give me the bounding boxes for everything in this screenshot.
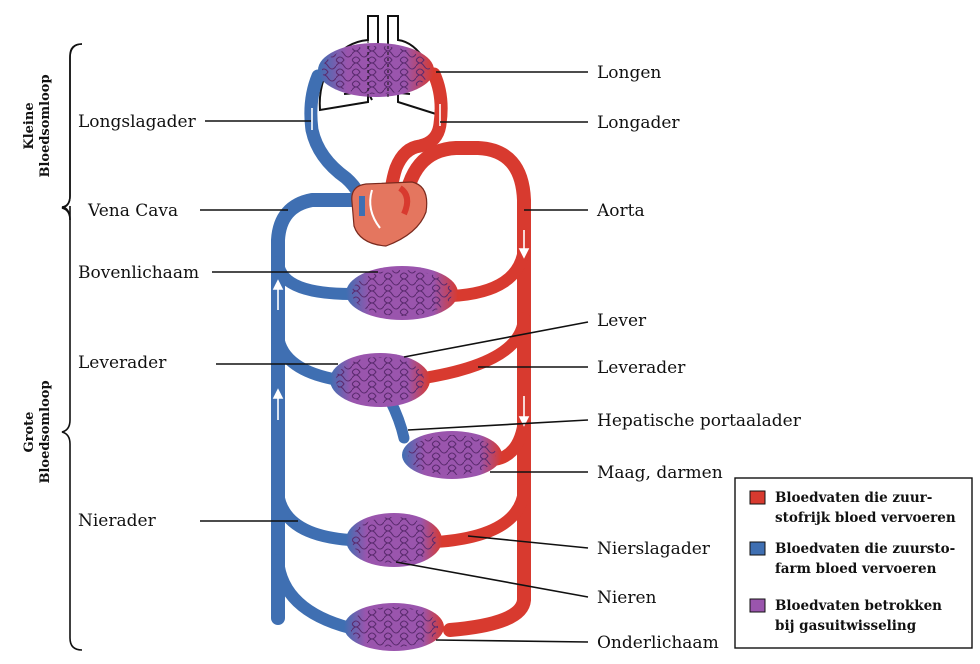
legend-swatch-red: [749, 490, 766, 505]
capillary-bed-upper-body: [346, 266, 458, 320]
label-nieren: Nieren: [597, 588, 657, 608]
pulmonary-vein: [383, 67, 448, 217]
label-lever: Lever: [597, 311, 647, 331]
legend-swatch-purple: [749, 598, 766, 613]
lung-capillaries: [318, 40, 434, 100]
systemic-veins: [271, 193, 410, 634]
capillary-bed-lower-body: [344, 603, 444, 651]
side-label-large-1: Grote: [22, 412, 37, 453]
label-nierader: Nierader: [78, 511, 157, 531]
label-longader: Longader: [597, 113, 680, 133]
label-onderlichaam: Onderlichaam: [597, 633, 719, 653]
legend-purple-line2: bij gasuitwisseling: [775, 618, 917, 634]
capillary-bed-kidneys: [346, 513, 442, 567]
label-longslagader: Longslagader: [78, 112, 197, 132]
label-vena-cava: Vena Cava: [87, 201, 178, 221]
label-aorta: Aorta: [596, 201, 645, 221]
pointer-lines: [200, 71, 589, 643]
capillary-bed-liver: [330, 353, 430, 407]
legend-purple-line1: Bloedvaten betrokken: [775, 598, 942, 614]
legend-blue-line1: Bloedvaten die zuursto-: [775, 541, 955, 557]
label-nierslagader: Nierslagader: [597, 539, 711, 559]
side-brackets: [61, 43, 83, 651]
flow-arrows: [272, 104, 530, 427]
legend-swatch-blue: [749, 541, 766, 556]
label-portaalader: Hepatische portaalader: [597, 411, 802, 431]
label-leverader-right: Leverader: [597, 358, 686, 378]
heart: [351, 181, 428, 247]
label-bovenlichaam: Bovenlichaam: [78, 263, 199, 283]
label-longen: Longen: [597, 63, 661, 83]
legend-red-line1: Bloedvaten die zuur-: [775, 490, 932, 506]
legend-red-line2: stofrijk bloed vervoeren: [775, 510, 956, 526]
systemic-arteries: [397, 141, 531, 637]
label-leverader-left: Leverader: [78, 353, 167, 373]
legend-blue-line2: farm bloed vervoeren: [775, 561, 937, 577]
legend: Bloedvaten die zuur- stofrijk bloed verv…: [734, 477, 973, 649]
capillary-bed-intestine: [402, 431, 502, 479]
label-maag-darmen: Maag, darmen: [597, 463, 723, 483]
side-label-small-1: Kleine: [22, 102, 37, 149]
side-label-large-2: Bloedsomloop: [38, 380, 53, 483]
side-label-small-2: Bloedsomloop: [38, 74, 53, 177]
